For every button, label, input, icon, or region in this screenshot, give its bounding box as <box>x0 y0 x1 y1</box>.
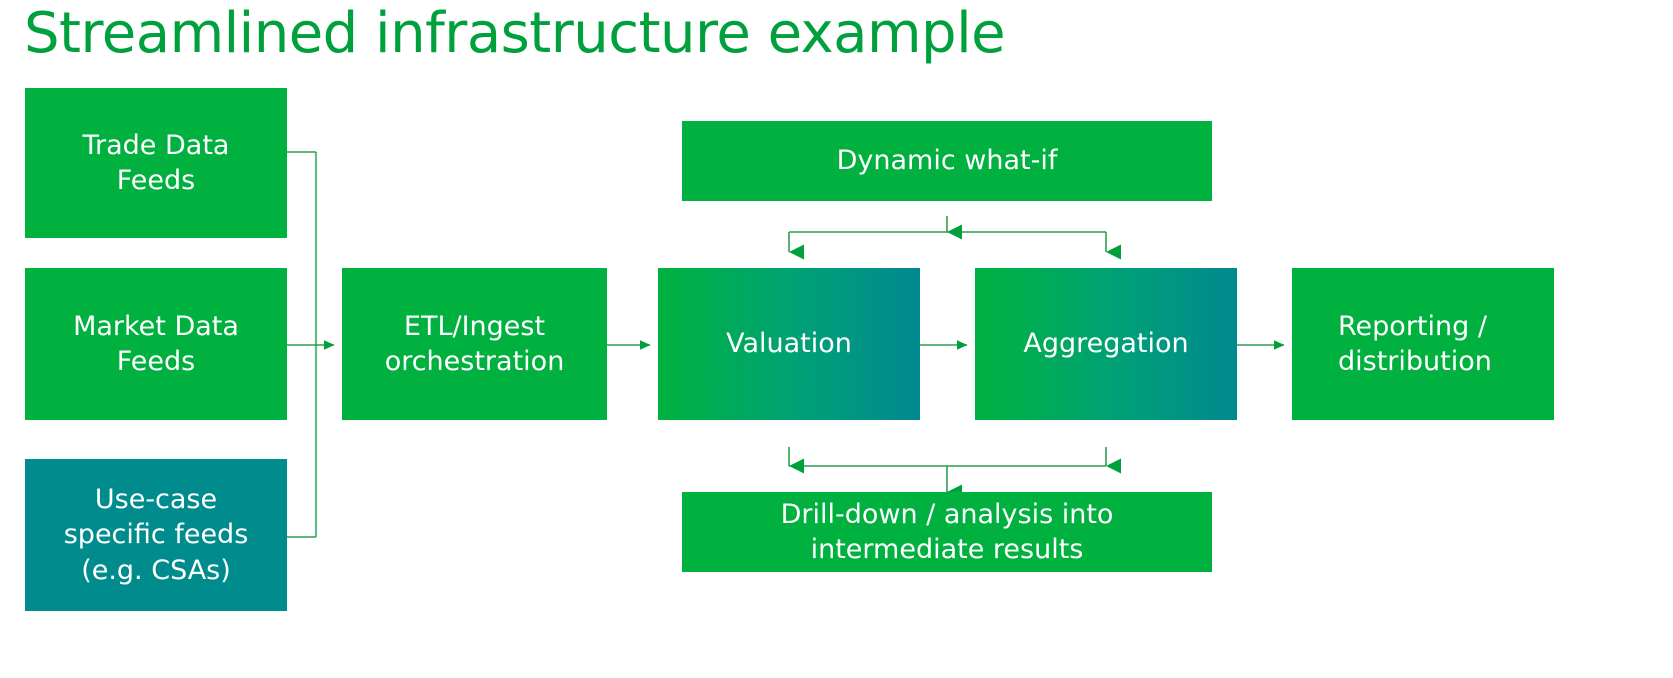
node-label: Dynamic what-if <box>836 145 1058 177</box>
node-label: Trade Data Feeds <box>82 129 230 196</box>
node-trade-data-feeds[interactable]: Trade Data Feeds <box>25 88 287 238</box>
node-label: Drill-down / analysis into intermediate … <box>780 498 1114 565</box>
node-label: ETL/Ingest orchestration <box>384 310 565 377</box>
node-market-data-feeds[interactable]: Market Data Feeds <box>25 268 287 420</box>
node-label: Reporting / distribution <box>1338 310 1492 377</box>
node-etl-ingest-orchestration[interactable]: ETL/Ingest orchestration <box>342 268 607 420</box>
node-drill-down[interactable]: Drill-down / analysis into intermediate … <box>682 492 1212 572</box>
node-label: Use-case specific feeds (e.g. CSAs) <box>63 484 249 586</box>
node-aggregation[interactable]: Aggregation <box>975 268 1237 420</box>
node-use-case-specific-feeds[interactable]: Use-case specific feeds (e.g. CSAs) <box>25 459 287 611</box>
node-label: Aggregation <box>1023 328 1189 360</box>
node-label: Market Data Feeds <box>73 310 239 377</box>
node-reporting-distribution[interactable]: Reporting / distribution <box>1292 268 1554 420</box>
node-label: Valuation <box>726 328 852 360</box>
node-valuation[interactable]: Valuation <box>658 268 920 420</box>
page-title: Streamlined infrastructure example <box>24 1 1006 66</box>
node-dynamic-what-if[interactable]: Dynamic what-if <box>682 121 1212 201</box>
